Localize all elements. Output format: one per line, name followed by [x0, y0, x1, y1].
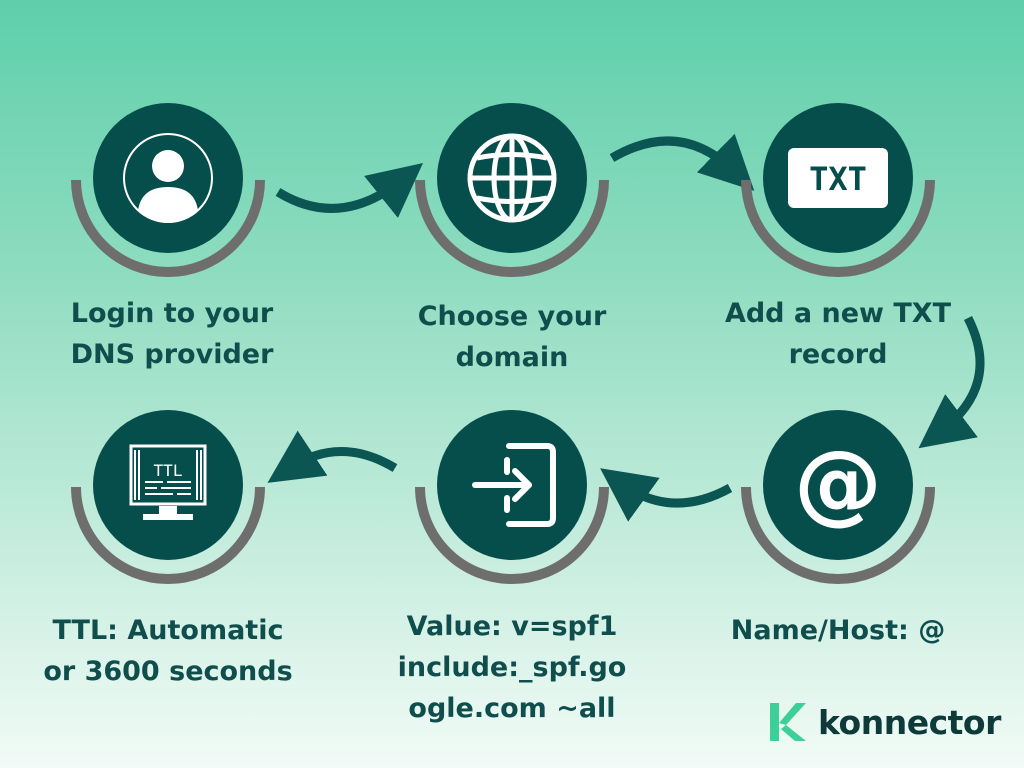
step-circle — [93, 410, 243, 560]
arrow-step1-to-step2 — [275, 163, 424, 218]
step-login-label: Login to your DNS provider — [70, 298, 274, 370]
user-icon — [123, 133, 213, 223]
step-ring — [741, 179, 935, 277]
arrow-step3-to-step4 — [918, 315, 985, 449]
step-ring — [71, 179, 265, 277]
konnector-logo-icon — [770, 703, 806, 741]
step-choose-domain — [412, 103, 612, 277]
step-ring — [415, 486, 609, 584]
step-value-label: Value: v=spf1 include:_spf.go ogle.com ~… — [397, 611, 627, 724]
at-icon: @ — [794, 431, 882, 534]
txt-icon: TXT — [788, 148, 888, 208]
globe-icon — [467, 133, 557, 223]
arrow-step2-to-step3 — [609, 133, 755, 191]
step-ttl: TTL — [68, 410, 268, 584]
txt-icon-text: TXT — [809, 160, 867, 198]
brand-name: konnector — [818, 702, 1001, 742]
brand: konnector — [766, 700, 1001, 744]
at-icon-text: @ — [794, 431, 882, 534]
step-name-host: @ — [738, 410, 938, 584]
ttl-icon-text: TTL — [154, 461, 183, 480]
step-choose-domain-label: Choose your domain — [417, 301, 607, 373]
step-ring — [741, 486, 935, 584]
step-ring — [71, 486, 265, 584]
step-circle — [763, 410, 913, 560]
ttl-monitor-icon: TTL — [129, 444, 207, 520]
step-login — [68, 103, 268, 277]
step-ring — [415, 179, 609, 277]
arrow-step4-to-step5 — [600, 468, 733, 522]
arrow-step5-to-step6 — [267, 430, 398, 483]
step-name-host-label: Name/Host: @ — [730, 615, 946, 646]
step-add-txt-label: Add a new TXT record — [724, 298, 952, 370]
step-value — [412, 410, 612, 584]
step-add-txt: TXT — [738, 103, 938, 277]
login-icon — [472, 443, 556, 527]
step-ttl-label: TTL: Automatic or 3600 seconds — [43, 615, 293, 687]
